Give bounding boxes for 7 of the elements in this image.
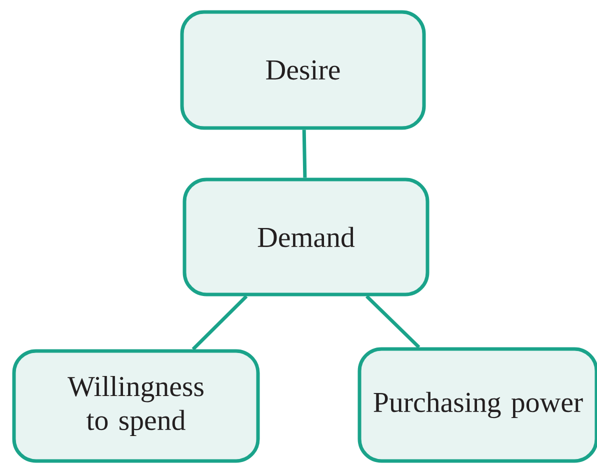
concept-box: Demand [182,178,430,296]
connector-line [302,130,307,178]
concept-box: Purchasing power [358,347,597,463]
concept-box: Desire [180,10,426,130]
connector-line [192,295,248,350]
connector-line [365,295,420,348]
concept-box: Willingness to spend [12,349,260,463]
